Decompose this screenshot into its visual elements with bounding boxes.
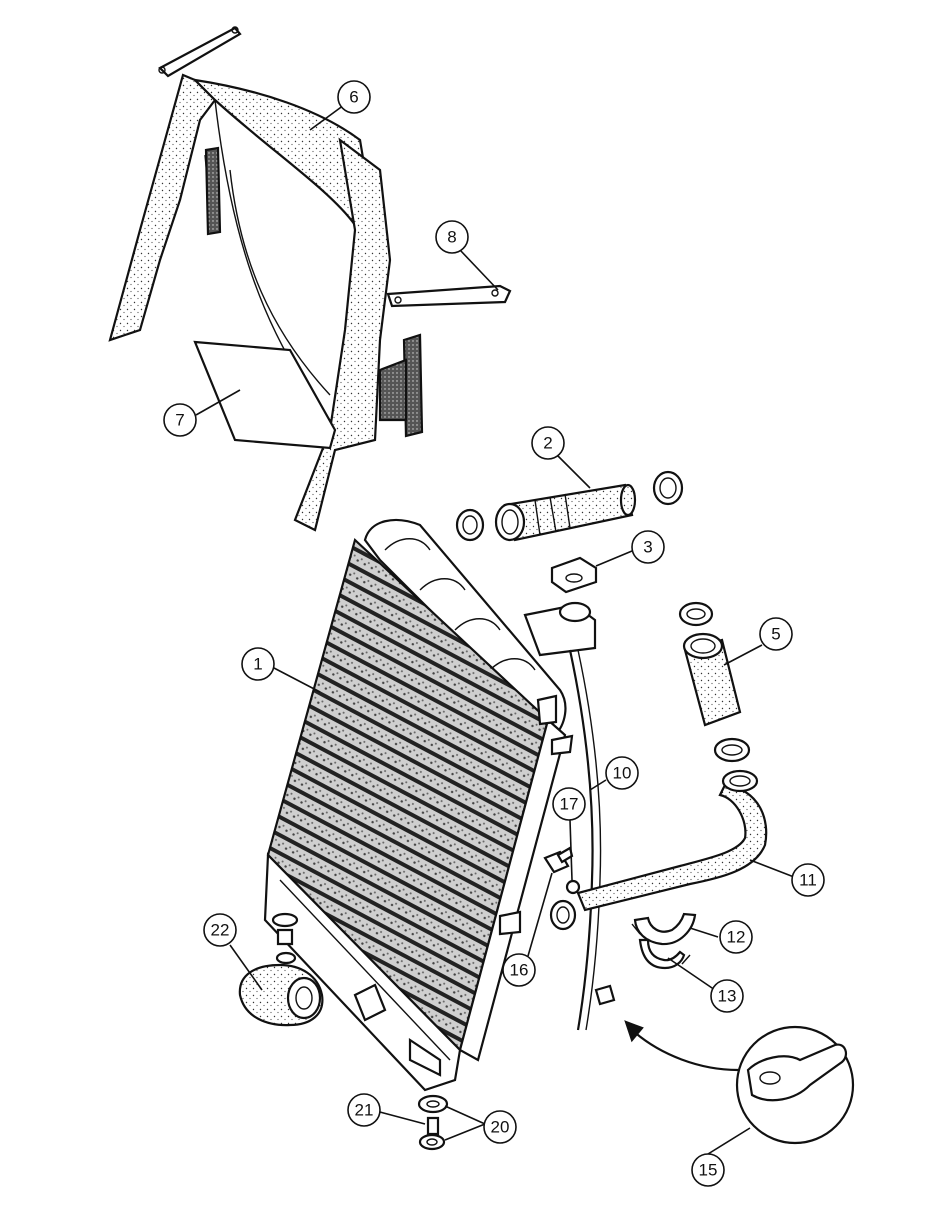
callout-12-label: 12 (727, 928, 746, 947)
top-hose-part (494, 483, 637, 542)
callout-8: 8 (435, 220, 469, 254)
fan-cowl-part (108, 26, 424, 532)
callout-15: 15 (691, 1153, 725, 1187)
hose-clip-right (652, 470, 684, 506)
hose-clip-left (455, 508, 485, 542)
callout-6: 6 (337, 80, 371, 114)
callout-17: 17 (552, 787, 586, 821)
leader-lines (195, 104, 795, 1155)
callout-1-label: 1 (253, 655, 262, 674)
stay-bar-part (386, 284, 512, 308)
callout-16-label: 16 (510, 961, 529, 980)
callout-20: 20 (483, 1110, 517, 1144)
callout-3-label: 3 (643, 538, 652, 557)
callout-13-label: 13 (718, 987, 737, 1006)
mounting-rubber-left (271, 912, 299, 965)
callout-22: 22 (203, 913, 237, 947)
mounting-rubber-bottom (417, 1094, 449, 1151)
drain-tap-washer (565, 879, 581, 895)
overflow-pipe-part (568, 649, 594, 1031)
bottom-hose-upper-part (678, 601, 751, 763)
drain-tap-part (543, 846, 574, 874)
callout-12: 12 (719, 920, 753, 954)
callout-5-label: 5 (771, 625, 780, 644)
callout-1: 1 (241, 647, 275, 681)
callout-13: 13 (710, 979, 744, 1013)
filler-cap-part (550, 556, 598, 594)
clip-detail-inset (624, 1020, 855, 1145)
callout-6-label: 6 (349, 88, 358, 107)
overflow-pipe-clip (594, 984, 616, 1006)
callout-7: 7 (163, 403, 197, 437)
callout-17-label: 17 (560, 795, 579, 814)
radiator-part (263, 518, 597, 1092)
callout-22-label: 22 (211, 921, 230, 940)
callout-10: 10 (605, 756, 639, 790)
callout-8-label: 8 (447, 228, 456, 247)
callout-20-label: 20 (491, 1118, 510, 1137)
callout-21-label: 21 (355, 1101, 374, 1120)
bottom-hose-elbow-part (238, 963, 324, 1027)
callout-7-label: 7 (175, 411, 184, 430)
callout-2: 2 (531, 426, 565, 460)
callout-3: 3 (631, 530, 665, 564)
pipe-clamp-upper (633, 912, 697, 946)
bottom-water-pipe-part (549, 769, 768, 931)
fan-cowl-bottom-plate (193, 340, 337, 450)
callout-15-label: 15 (699, 1161, 718, 1180)
callout-10-label: 10 (613, 764, 632, 783)
callout-16: 16 (502, 953, 536, 987)
callout-21: 21 (347, 1093, 381, 1127)
callout-2-label: 2 (543, 434, 552, 453)
callout-11: 11 (791, 863, 825, 897)
callout-11-label: 11 (799, 871, 817, 890)
callout-5: 5 (759, 617, 793, 651)
